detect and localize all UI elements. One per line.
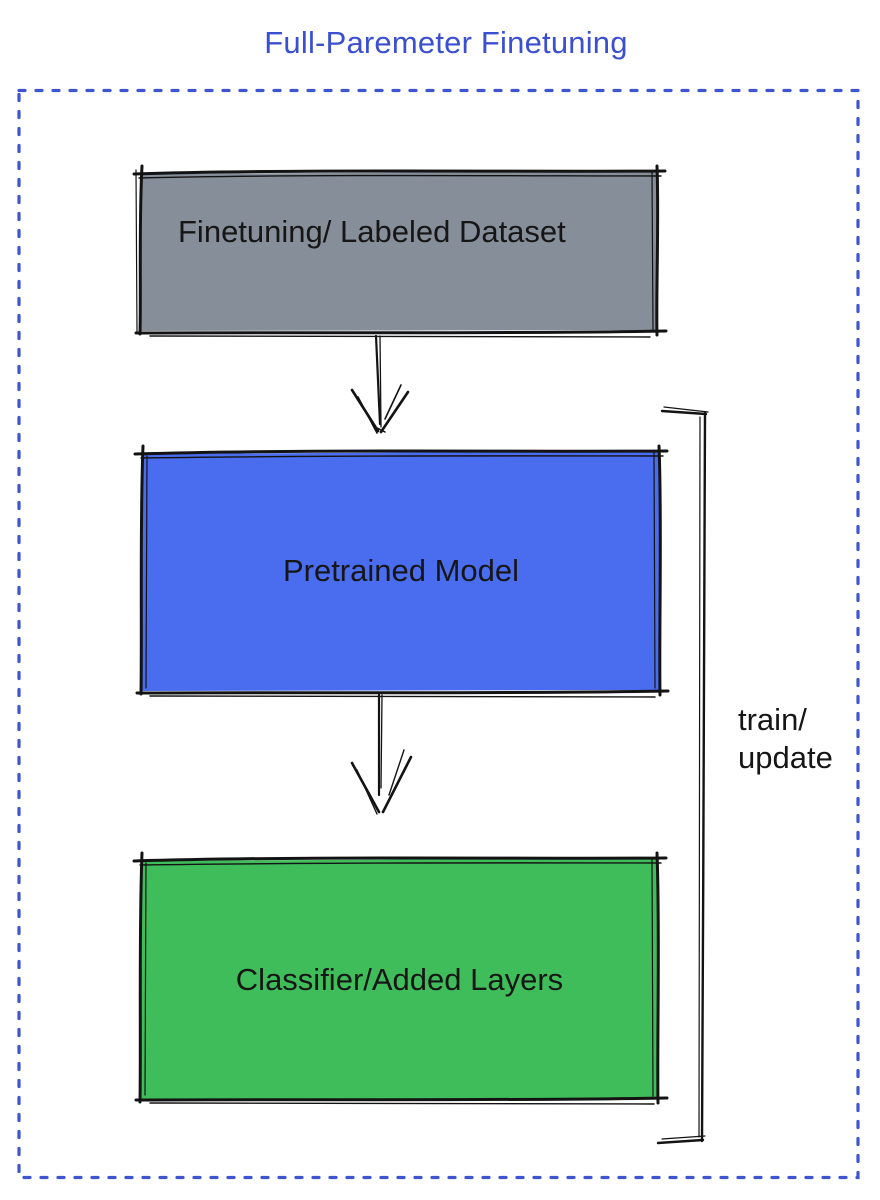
sketch-stroke: [698, 416, 701, 1138]
sketch-stroke: [661, 1135, 706, 1140]
sketch-stroke: [356, 769, 378, 815]
sketch-stroke: [653, 451, 656, 689]
classifier-box-shape: [132, 851, 669, 1105]
sketch-stroke: [651, 858, 654, 1097]
train-update-bracket: [656, 406, 709, 1145]
pretrained-box-fill: [142, 451, 661, 691]
arrow-down-icon: [350, 334, 410, 434]
dataset-box-fill: [141, 171, 658, 331]
sketch-stroke: [132, 856, 668, 863]
bracket-label-line1: train/: [738, 702, 807, 737]
sketch-stroke: [140, 455, 664, 459]
classifier-box-label: Classifier/Added Layers: [235, 962, 564, 997]
dataset-box-shape: [132, 164, 668, 338]
diagram-title: Full-Paremeter Finetuning: [264, 25, 628, 60]
sketch-stroke: [374, 334, 382, 426]
arrow-down-icon: [350, 693, 413, 815]
sketch-stroke: [357, 396, 378, 434]
sketch-stroke: [149, 695, 656, 698]
sketch-stroke: [381, 755, 413, 814]
sketch-stroke: [133, 449, 669, 456]
pretrained-box-shape: [133, 444, 670, 698]
bracket-label: train/ update: [738, 701, 833, 777]
sketch-stroke: [380, 694, 383, 789]
sketch-stroke: [374, 426, 386, 433]
sketch-stroke: [145, 455, 148, 689]
sketch-stroke: [657, 444, 662, 697]
sketch-stroke: [134, 1096, 669, 1102]
sketch-stroke: [139, 862, 662, 866]
sketch-stroke: [655, 164, 660, 337]
classifier-box-fill: [141, 858, 659, 1099]
sketch-stroke: [138, 174, 662, 179]
pretrained-box-label: Pretrained Model: [282, 553, 520, 588]
bracket-label-line2: update: [738, 740, 833, 775]
sketch-stroke: [388, 749, 405, 796]
sketch-stroke: [660, 409, 708, 416]
sketch-stroke: [379, 390, 410, 434]
sketch-stroke: [379, 335, 382, 428]
sketch-stroke: [149, 1102, 655, 1105]
sketch-stroke: [700, 411, 707, 1143]
sketch-stroke: [138, 851, 144, 1104]
sketch-stroke: [144, 862, 147, 1096]
dataset-box-label: Finetuning/ Labeled Dataset: [178, 214, 566, 249]
sketch-stroke: [656, 1138, 705, 1145]
sketch-stroke: [135, 169, 138, 333]
sketch-stroke: [138, 164, 144, 336]
dotted-frame: [17, 88, 860, 1180]
sketch-stroke: [149, 335, 651, 338]
sketch-stroke: [651, 171, 654, 331]
sketch-stroke: [655, 851, 660, 1105]
sketch-stroke: [132, 169, 667, 176]
sketch-stroke: [139, 444, 145, 696]
sketch-stroke: [134, 329, 668, 335]
sketch-stroke: [135, 689, 670, 695]
sketch-stroke: [384, 384, 402, 420]
sketch-stroke: [663, 406, 709, 413]
